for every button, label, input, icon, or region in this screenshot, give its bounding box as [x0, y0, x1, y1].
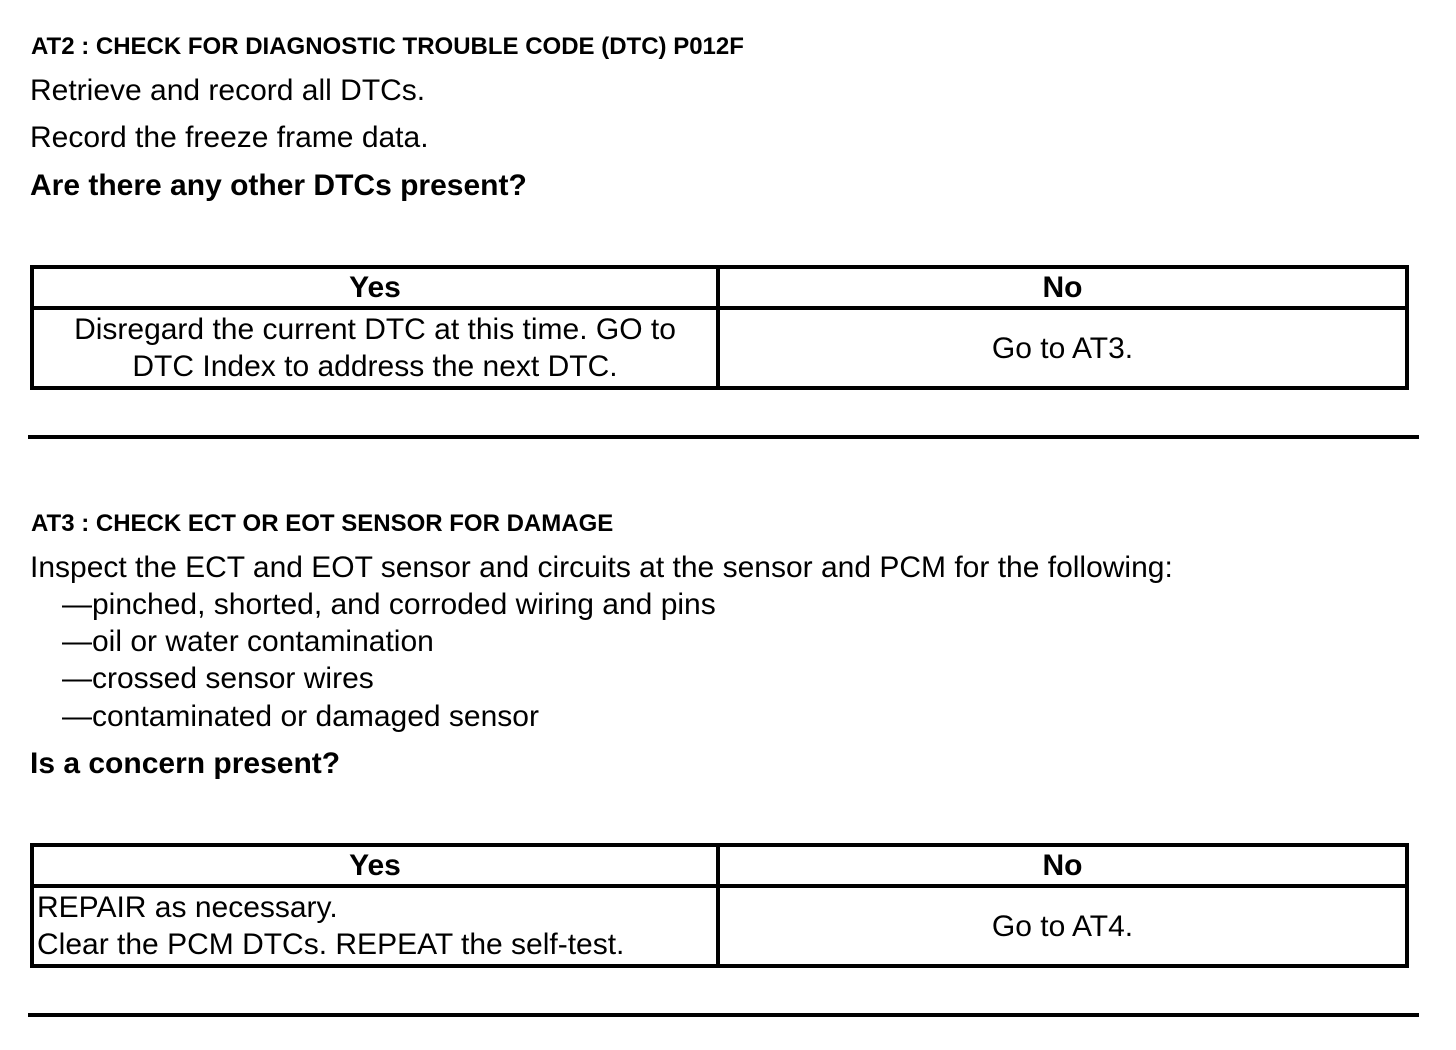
no-action-cell: Go to AT3.	[716, 306, 1409, 390]
table-row: REPAIR as necessary. Clear the PCM DTCs.…	[30, 884, 1409, 968]
step-heading: AT3 : CHECK ECT OR EOT SENSOR FOR DAMAGE	[31, 510, 614, 537]
yes-action-line: Disregard the current DTC at this time. …	[74, 313, 676, 346]
question-text: Is a concern present?	[30, 747, 341, 780]
no-header: No	[716, 265, 1409, 310]
step-heading: AT2 : CHECK FOR DIAGNOSTIC TROUBLE CODE …	[31, 33, 744, 60]
section-divider	[28, 1013, 1419, 1017]
instruction-text: Retrieve and record all DTCs.	[30, 74, 426, 107]
no-header: No	[716, 843, 1409, 888]
table-header-row: Yes No	[30, 843, 1409, 888]
instruction-text: Inspect the ECT and EOT sensor and circu…	[30, 551, 1173, 584]
checklist-item: —oil or water contamination	[62, 625, 434, 658]
table-header-row: Yes No	[30, 265, 1409, 310]
yes-header: Yes	[30, 843, 720, 888]
instruction-text: Record the freeze frame data.	[30, 121, 429, 154]
yes-action-line: DTC Index to address the next DTC.	[132, 350, 618, 383]
no-action-cell: Go to AT4.	[716, 884, 1409, 968]
checklist-item: —crossed sensor wires	[62, 662, 374, 695]
question-text: Are there any other DTCs present?	[30, 169, 527, 202]
yes-action-line: REPAIR as necessary.	[37, 891, 338, 924]
section-divider	[28, 435, 1419, 439]
table-row: Disregard the current DTC at this time. …	[30, 306, 1409, 390]
yes-header: Yes	[30, 265, 720, 310]
yes-action-cell: Disregard the current DTC at this time. …	[30, 306, 720, 390]
yes-action-line: Clear the PCM DTCs. REPEAT the self-test…	[37, 928, 625, 961]
checklist-item: —pinched, shorted, and corroded wiring a…	[62, 588, 716, 621]
yes-action-cell: REPAIR as necessary. Clear the PCM DTCs.…	[30, 884, 720, 968]
checklist-item: —contaminated or damaged sensor	[62, 700, 539, 733]
decision-table: Yes No REPAIR as necessary. Clear the PC…	[30, 843, 1409, 968]
decision-table: Yes No Disregard the current DTC at this…	[30, 265, 1409, 390]
